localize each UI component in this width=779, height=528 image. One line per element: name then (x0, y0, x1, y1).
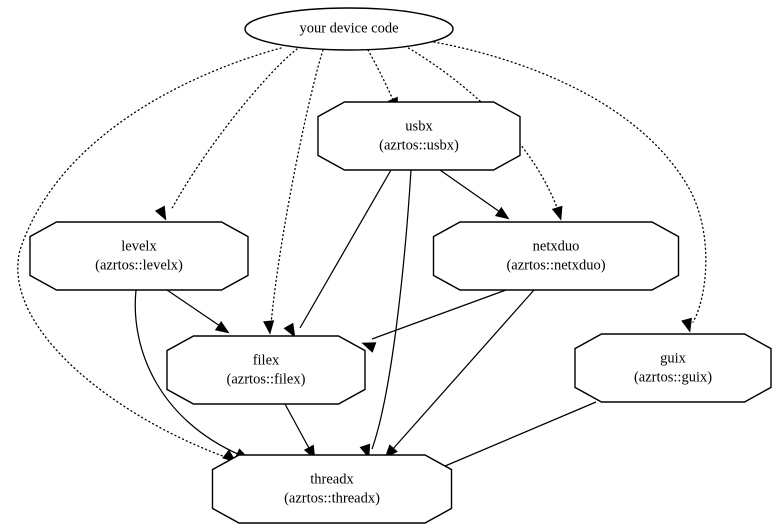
edge-netxduo-to-threadx (384, 289, 535, 459)
node-shape-ellipse (244, 7, 454, 51)
edge-line (439, 169, 501, 213)
edge-line (17, 47, 282, 460)
arrow-head-icon (263, 320, 275, 335)
arrow-head-icon (154, 205, 167, 221)
edge-line (367, 49, 395, 103)
edge-line (170, 48, 298, 211)
node-label-primary: your device code (299, 20, 398, 36)
node-levelx[interactable]: levelx(azrtos::levelx) (29, 221, 249, 291)
node-label-primary: guix (660, 350, 687, 366)
edge-line (433, 41, 707, 323)
node-threadx[interactable]: threadx(azrtos::threadx) (211, 454, 453, 524)
node-shape-octagon (166, 335, 366, 405)
node-shape-octagon (29, 221, 249, 291)
node-label-primary: usbx (405, 118, 433, 134)
edge-line (391, 289, 535, 451)
arrow-head-icon (494, 206, 510, 220)
edge-usbx-to-threadx (359, 169, 412, 459)
node-shape-octagon (211, 454, 453, 524)
node-label-primary: netxduo (533, 238, 580, 254)
node-shape-octagon (317, 101, 521, 171)
arrow-head-icon (681, 317, 692, 333)
arrow-head-icon (283, 322, 296, 338)
node-shape-octagon (432, 221, 680, 291)
edge-line (404, 45, 559, 211)
edge-filex-to-threadx (284, 403, 316, 460)
edge-usbx-to-filex (283, 169, 392, 338)
edges-layer (17, 41, 707, 484)
edge-levelx-to-filex (166, 289, 230, 334)
node-label-package: (azrtos::filex) (227, 371, 306, 387)
edge-device-to-filex (263, 49, 324, 335)
edge-line (284, 403, 311, 451)
node-label-package: (azrtos::threadx) (284, 490, 380, 506)
node-filex[interactable]: filex(azrtos::filex) (166, 335, 366, 405)
node-label-package: (azrtos::levelx) (95, 257, 183, 273)
edge-device-to-netxduo (404, 45, 563, 221)
edge-line (371, 289, 507, 340)
node-netxduo[interactable]: netxduo(azrtos::netxduo) (432, 221, 680, 291)
edge-line (270, 49, 324, 325)
node-label-primary: levelx (121, 238, 157, 254)
edge-device-to-levelx (154, 48, 298, 221)
node-label-package: (azrtos::usbx) (379, 137, 459, 153)
edge-line (437, 401, 597, 470)
node-label-package: (azrtos::guix) (634, 369, 712, 385)
arrow-head-icon (551, 205, 563, 221)
arrow-head-icon (361, 342, 377, 353)
node-shape-octagon (574, 333, 772, 403)
node-usbx[interactable]: usbx(azrtos::usbx) (317, 101, 521, 171)
edge-line (299, 169, 392, 329)
edge-line (371, 169, 412, 450)
node-label-primary: filex (253, 352, 280, 368)
edge-usbx-to-netxduo (439, 169, 510, 220)
edge-line (134, 289, 241, 456)
node-guix[interactable]: guix(azrtos::guix) (574, 333, 772, 403)
node-label-package: (azrtos::netxduo) (506, 257, 605, 273)
edge-device-to-guix (433, 41, 707, 333)
node-device[interactable]: your device code (244, 7, 454, 51)
nodes-layer: your device codeusbx(azrtos::usbx)levelx… (29, 7, 772, 524)
edge-netxduo-to-filex (361, 289, 507, 353)
node-label-primary: threadx (310, 471, 354, 487)
arrow-head-icon (214, 320, 230, 334)
edge-line (166, 289, 221, 327)
